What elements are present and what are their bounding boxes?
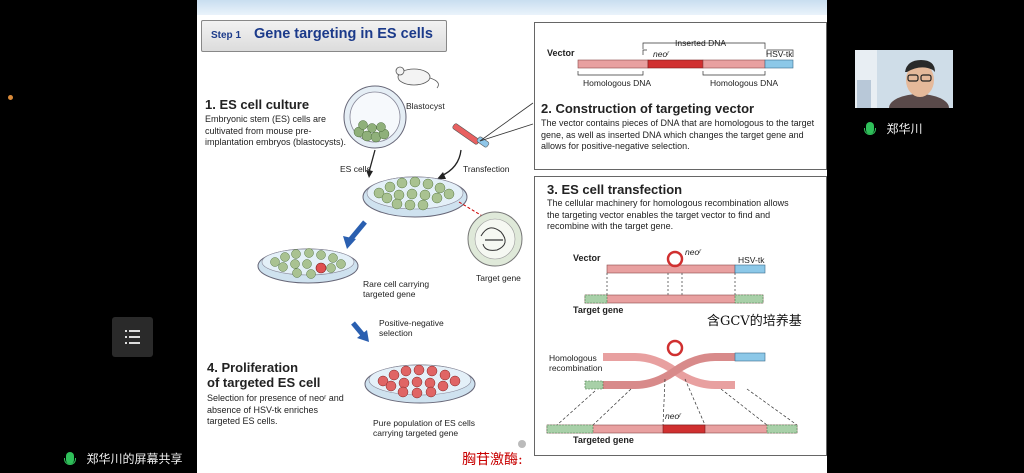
label-rare-cell: Rare cell carrying targeted gene xyxy=(363,279,430,299)
section-2-body: The vector contains pieces of DNA that a… xyxy=(541,118,815,151)
annotation-thymidine-kinase: 胸苷激酶: xyxy=(462,452,523,468)
list-icon xyxy=(125,330,140,344)
label-blastocyst: Blastocyst xyxy=(406,101,445,111)
section-4-heading-line2: of targeted ES cell xyxy=(207,375,321,390)
label-inserted-dna: Inserted DNA xyxy=(675,38,727,48)
annotation-gcv-medium: 含GCV的培养基 xyxy=(707,314,802,329)
transfection-box: 3. ES cell transfection The cellular mac… xyxy=(534,176,827,456)
label-neo: neoʳ xyxy=(653,49,670,59)
label-vector: Vector xyxy=(547,48,575,58)
label-homologous-recombination: Homologous recombination xyxy=(549,353,603,373)
share-label-row: 郑华川的屏幕共享 xyxy=(64,451,182,467)
section-3-heading: 3. ES cell transfection xyxy=(547,182,683,197)
es-cell-dish xyxy=(362,176,468,218)
section-4-heading-line1: 4. Proliferation xyxy=(207,360,299,375)
blue-arrow-icon xyxy=(351,321,369,342)
participant-avatar xyxy=(855,50,953,108)
status-dot xyxy=(8,95,13,100)
label-homologous-dna-2: Homologous DNA xyxy=(710,78,779,88)
slide-top-band xyxy=(197,0,827,15)
label-targeted-gene: Targeted gene xyxy=(573,435,634,445)
label-pure-population: Pure population of ES cells carrying tar… xyxy=(373,418,476,438)
target-gene-zoom xyxy=(467,211,523,267)
participant-video[interactable] xyxy=(855,50,953,108)
label-es-cells: ES cells xyxy=(340,164,371,174)
targeting-vector-diagram xyxy=(577,42,794,76)
label-target-gene: Target gene xyxy=(476,273,521,283)
microphone-icon xyxy=(864,122,876,135)
microphone-icon xyxy=(64,452,76,465)
label-transfection: Transfection xyxy=(463,164,510,174)
es-cell-illustration xyxy=(257,66,534,404)
blue-arrow-icon xyxy=(343,220,367,249)
section-4-body: Selection for presence of neoʳ and absen… xyxy=(207,393,344,426)
screen-share-label: 郑华川的屏幕共享 xyxy=(86,452,183,466)
pointer-dot xyxy=(518,440,526,448)
label-hsv-tk: HSV-tk xyxy=(766,49,793,59)
label-positive-negative: Positive-negative selection xyxy=(379,318,444,338)
step-tag: Step 1 xyxy=(211,30,242,41)
transfection-tube-icon xyxy=(452,123,490,148)
blastocyst-icon xyxy=(343,85,407,149)
recombination-diagram xyxy=(546,250,798,434)
slide-title: Gene targeting in ES cells xyxy=(254,26,433,42)
title-bar: Step 1 Gene targeting in ES cells xyxy=(201,20,447,52)
menu-button[interactable] xyxy=(112,317,153,357)
rare-cell-dish xyxy=(257,248,359,284)
label-neo-2: neoʳ xyxy=(685,247,702,257)
label-target-gene-2: Target gene xyxy=(573,305,624,315)
mouse-icon xyxy=(395,66,439,89)
section-3-body: The cellular machinery for homologous re… xyxy=(547,198,789,231)
shared-slide: Step 1 Gene targeting in ES cells 1. ES … xyxy=(197,0,827,473)
construction-box: Vector Inserted DNA neoʳ HSV-tk Homologo… xyxy=(534,22,827,170)
label-neo-3: neoʳ xyxy=(665,411,682,421)
section-1-body: Embryonic stem (ES) cells are cultivated… xyxy=(205,114,347,147)
section-2-heading: 2. Construction of targeting vector xyxy=(541,101,755,116)
label-vector-2: Vector xyxy=(573,253,601,263)
participant-name: 郑华川 xyxy=(886,122,923,136)
participant-name-row: 郑华川 xyxy=(864,121,922,137)
label-homologous-dna-1: Homologous DNA xyxy=(583,78,652,88)
pure-population-dish xyxy=(364,364,476,404)
label-hsv-tk-2: HSV-tk xyxy=(738,255,765,265)
section-1-heading: 1. ES cell culture xyxy=(205,97,310,112)
